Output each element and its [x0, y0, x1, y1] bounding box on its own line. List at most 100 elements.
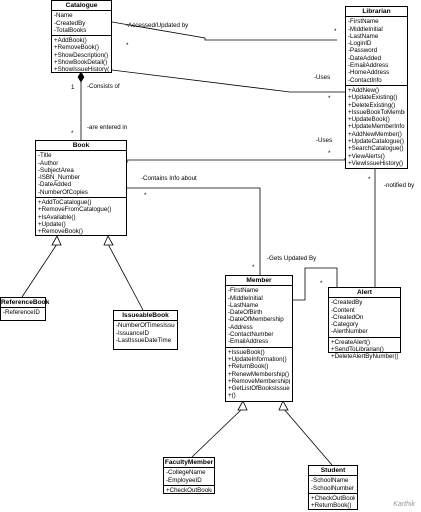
class-faculty-member-name: FacultyMember [164, 458, 214, 469]
facultymember-generalization-line [191, 407, 244, 458]
attribute: -EmailAddress [348, 62, 389, 70]
member-generalization-arrow-left [237, 400, 248, 411]
attribute: -NumberOfTimesIssued [116, 322, 175, 330]
attribute: -CreatedBy [331, 299, 363, 307]
attribute: -Name [54, 12, 73, 20]
mult-catalogue-book-top: 1 [71, 84, 75, 91]
book-generalization-arrow-right [103, 235, 114, 246]
class-alert[interactable]: Alert -CreatedBy -Content -CreatedOn -Ca… [328, 287, 401, 360]
operation: +RenewMembership() [228, 370, 290, 378]
class-student[interactable]: Student -SchoolName -SchoolNumber +Check… [308, 465, 358, 510]
attribute: -LoginID [348, 40, 372, 48]
attribute: -MiddleInitial [348, 25, 383, 33]
class-student-attributes: -SchoolName -SchoolNumber [309, 476, 357, 493]
mult-alert-member-end: * [320, 280, 323, 287]
member-generalization-arrow-right [278, 400, 289, 411]
operation: +() [228, 392, 236, 400]
label-gets-updated-by: -Gets Updated By [267, 255, 317, 262]
operation: +UpdateExisting() [348, 94, 398, 102]
attribute: -ReferenceID [3, 309, 40, 317]
attribute: -EmailAddress [228, 338, 269, 346]
mult-alert-librarian-end: * [368, 176, 371, 183]
mult-catalogue-librarian-left: * [126, 42, 129, 49]
class-book-attributes: -Title -Author -SubjectArea -ISBN_Number… [36, 151, 126, 197]
class-student-operations: +CheckOutBook() +ReturnBook() [309, 492, 357, 511]
operation: +SearchCatalogue() [348, 145, 404, 153]
operation: +DeleteExisting() [348, 101, 396, 109]
catalogue-librarian-line [111, 21, 337, 41]
operation: +ShowDescription() [54, 51, 109, 59]
attribute: -FirstName [228, 287, 259, 295]
operation: +RemoveBook() [54, 44, 99, 52]
operation: +CheckOutBook() [311, 494, 355, 502]
class-catalogue-operations: +AddBook() +RemoveBook() +ShowDescriptio… [52, 35, 111, 74]
attribute: -DateOfMembership [228, 316, 284, 324]
attribute: -SchoolName [311, 477, 349, 485]
class-reference-book[interactable]: ReferenceBook -ReferenceID [0, 297, 49, 321]
label-accessed-updated-by: -Accessed/Updated by [126, 22, 189, 29]
attribute: -DateOfBirth [228, 309, 263, 317]
operation: +IsAvailable() [38, 213, 76, 221]
class-member[interactable]: Member -FirstName -MiddleInitial -LastNa… [225, 275, 293, 402]
class-member-attributes: -FirstName -MiddleInitial -LastName -Dat… [226, 286, 292, 346]
operation: +ReturnBook() [228, 363, 269, 371]
operation: +ReturnBook() [311, 502, 352, 510]
attribute: -ContactNumber [228, 331, 274, 339]
book-member-line [126, 187, 261, 275]
attribute: -LastName [228, 301, 259, 309]
class-alert-attributes: -CreatedBy -Content -CreatedOn -Category… [329, 298, 400, 336]
class-librarian-name: Librarian [346, 7, 407, 18]
operation: +ShowIssueHistory() [54, 66, 109, 74]
class-book-name: Book [36, 141, 126, 152]
label-notified-by: -notified by [384, 182, 415, 189]
mult-member-book-end: * [126, 160, 129, 167]
label-uses-catalogue: -Uses [314, 74, 331, 81]
class-librarian-attributes: -FirstName -MiddleInitial -LastName -Log… [346, 17, 407, 85]
class-member-operations: +IssueBook() +UpdateInformation() +Retur… [226, 346, 292, 401]
class-member-name: Member [226, 276, 292, 287]
attribute: -FirstName [348, 18, 379, 26]
attribute: -CreatedBy [54, 19, 86, 27]
book-librarian-uses-line [126, 158, 346, 161]
class-faculty-member-attributes: -CollegeName -EmployeeID [164, 468, 214, 485]
operation: +IssueBook() [228, 348, 265, 356]
class-faculty-member[interactable]: FacultyMember -CollegeName -EmployeeID +… [163, 457, 215, 494]
operation: +RemoveMembership() [228, 377, 290, 385]
class-issueable-book[interactable]: IssueableBook -NumberOfTimesIssued -Issu… [113, 310, 178, 350]
composition-diamond [77, 71, 85, 83]
referencebook-generalization-line [21, 243, 58, 298]
operation: +RemoveFromCatalogue() [38, 206, 112, 214]
attribute: -Address [228, 323, 253, 331]
operation: +UpdateBook() [348, 116, 390, 124]
class-catalogue-attributes: -Name -CreatedBy -TotalBooks [52, 11, 111, 35]
operation: +RemoveBook() [38, 228, 83, 236]
class-book[interactable]: Book -Title -Author -SubjectArea -ISBN_N… [35, 140, 127, 236]
mult-catalogue-librarian-right: * [334, 28, 337, 35]
class-catalogue[interactable]: Catalogue -Name -CreatedBy -TotalBooks +… [51, 0, 112, 73]
operation: +UpdateMemberInfo() [348, 123, 405, 131]
attribute: -NumberOfCopies [38, 188, 88, 196]
attribute: -SchoolNumber [311, 484, 354, 492]
attribute: -LastIssueDateTime [116, 336, 172, 344]
operation: +UpdateInformation() [228, 355, 287, 363]
attribute: -MiddleInitial [228, 294, 263, 302]
attribute: -IssuanceID [116, 329, 150, 337]
mult-catalogue-book-bottom: * [71, 130, 74, 137]
class-reference-book-attributes: -ReferenceID [1, 308, 45, 317]
operation: +AddBook() [54, 37, 87, 45]
watermark: Karthik [393, 501, 415, 508]
class-catalogue-name: Catalogue [52, 1, 111, 12]
attribute: -HomeAddress [348, 69, 390, 77]
attribute: -CreatedOn [331, 313, 364, 321]
class-librarian[interactable]: Librarian -FirstName -MiddleInitial -Las… [345, 6, 408, 169]
operation: +DeleteAlertByNumber() [331, 353, 398, 361]
operation: +GetListOfBooksIssued() [228, 385, 290, 393]
member-alert-line [292, 267, 338, 301]
attribute: -Category [331, 321, 359, 329]
attribute: -Title [38, 152, 52, 160]
student-generalization-line [282, 407, 333, 466]
issueablebook-generalization-line [107, 243, 144, 311]
operation: +ViewIssueHistory() [348, 159, 404, 167]
mult-contains-book-end: * [144, 192, 147, 199]
